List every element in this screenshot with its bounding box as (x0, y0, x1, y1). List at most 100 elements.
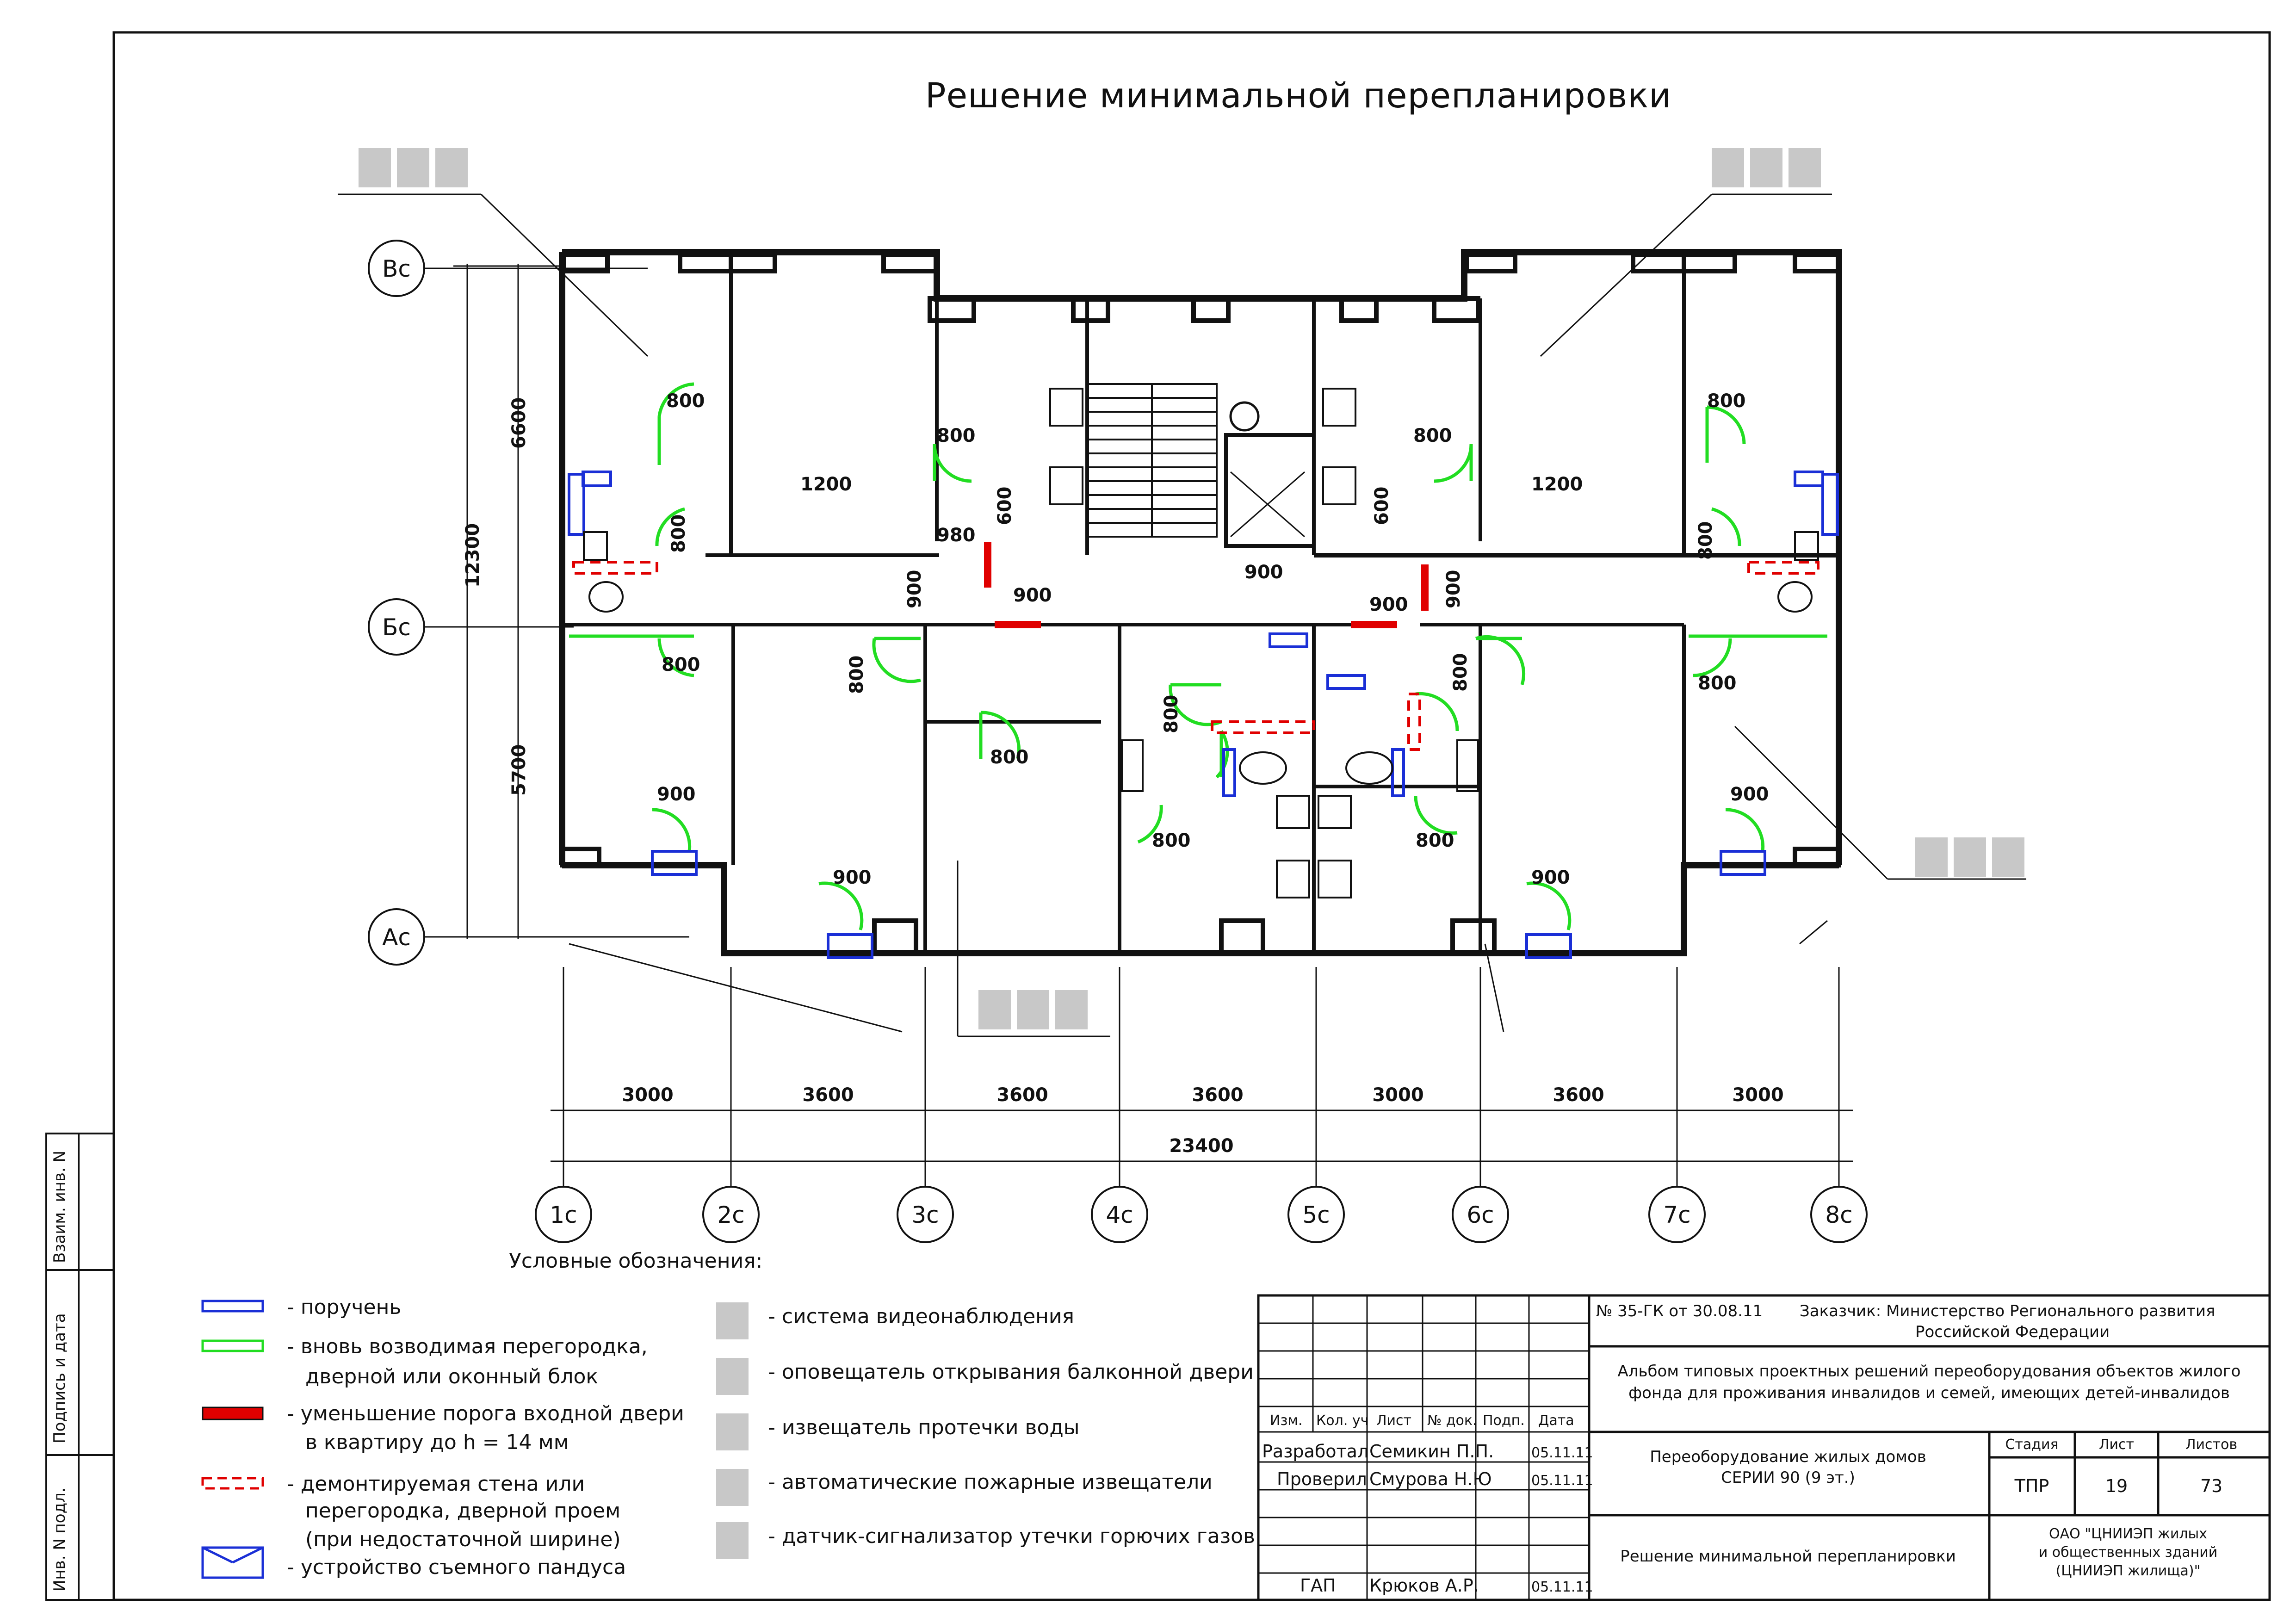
drawing-name: Решение минимальной перепланировки (1620, 1547, 1956, 1566)
org-line: (ЦНИИЭП жилища)" (2056, 1563, 2201, 1579)
device-cluster-tr (1712, 148, 1821, 187)
legend-text: - уменьшение порога входной двери (287, 1402, 684, 1425)
sheet-value: 19 (2105, 1476, 2128, 1496)
handrail-swatch (201, 1300, 264, 1313)
dim-label: 800 (937, 425, 976, 446)
fire-icon (1992, 837, 2024, 877)
side-stamp-text: Взаим. инв. N (50, 1151, 69, 1263)
partition-swatch (201, 1339, 264, 1352)
dim-label: 800 (846, 656, 867, 694)
person-name: Крюков А.Р. (1369, 1575, 1479, 1596)
dim-label: 900 (1531, 867, 1570, 888)
title-header: Кол. уч (1316, 1412, 1368, 1429)
dim-label: 3600 (1553, 1084, 1604, 1106)
dim-label: 1200 (1531, 474, 1583, 495)
water-icon (1954, 837, 1986, 877)
dim-label: 900 (1730, 784, 1769, 805)
axis-label: 3с (911, 1202, 939, 1228)
person-name: Смурова Н.Ю (1369, 1469, 1492, 1489)
device-cluster-br (1915, 837, 2024, 877)
dim-total: 23400 (1169, 1135, 1233, 1157)
bell-icon (1712, 148, 1744, 187)
dim-label: 800 (1152, 830, 1191, 851)
bottom-dimensions: 3000 3600 3600 3600 3000 3600 3000 23400 (622, 1084, 1783, 1157)
dim-label: 800 (1707, 390, 1746, 412)
camera-icon (716, 1302, 749, 1339)
fire-icon (1055, 990, 1088, 1029)
side-stamp-text: Инв. N подл. (50, 1487, 69, 1592)
org-line: ОАО "ЦНИИЭП жилых (2049, 1526, 2207, 1542)
dim-label: 800 (1450, 653, 1471, 692)
legend-left: - поручень - вновь возводимая перегородк… (201, 1295, 684, 1579)
water-icon (716, 1413, 749, 1450)
title-block (1257, 1294, 2271, 1601)
title-header-row: Изм. Кол. уч Лист № док. Подп. Дата (1270, 1412, 1574, 1429)
legend-text: (при недостаточной ширине) (305, 1528, 621, 1551)
axis-label: 1с (550, 1202, 577, 1228)
device-cluster-tl (359, 148, 468, 187)
device-cluster-mid (978, 990, 1088, 1029)
windows (560, 252, 1841, 955)
water-icon (1750, 148, 1782, 187)
title-header: Лист (1376, 1412, 1411, 1429)
dim-label: 800 (1413, 425, 1452, 446)
legend-text: перегородка, дверной проем (305, 1499, 620, 1523)
dim-label: 800 (668, 514, 689, 553)
album-line: фонда для проживания инвалидов и семей, … (1628, 1384, 2230, 1402)
ramp-swatch (201, 1546, 264, 1579)
work-line: СЕРИИ 90 (9 эт.) (1721, 1468, 1855, 1487)
dim-label: 900 (1443, 570, 1464, 609)
legend-text: - оповещатель открывания балконной двери (768, 1360, 1254, 1384)
dim-label: 3000 (1732, 1084, 1783, 1106)
order-number: № 35-ГК от 30.08.11 (1596, 1302, 1763, 1320)
axis-label: 6с (1467, 1202, 1494, 1228)
fire-icon (716, 1469, 749, 1506)
dim-label: 800 (666, 390, 705, 412)
dim-label: 800 (1698, 673, 1737, 694)
sheets-label: Листов (2185, 1437, 2237, 1453)
dim-label: 3000 (1372, 1084, 1423, 1106)
title-header: Дата (1538, 1412, 1574, 1429)
dim-6600: 6600 (508, 397, 530, 449)
title-header: № док. (1427, 1412, 1477, 1429)
dim-label: 900 (833, 867, 872, 888)
dim-12300: 12300 (462, 523, 483, 588)
title-header: Подп. (1483, 1412, 1525, 1429)
dim-label: 900 (1013, 585, 1052, 606)
legend-text: в квартиру до h = 14 мм (305, 1431, 569, 1454)
floor-plan (338, 193, 2026, 1037)
dim-label: 900 (1244, 562, 1283, 583)
axis-label: 8с (1825, 1202, 1852, 1228)
customer-line: Российской Федерации (1915, 1323, 2110, 1341)
threshold-swatch (202, 1406, 264, 1420)
dim-label: 800 (1161, 695, 1182, 734)
person-role: Разработал (1262, 1441, 1368, 1462)
bell-icon (1915, 837, 1948, 877)
side-stamp-text: Подпись и дата (50, 1313, 69, 1443)
legend-text: - устройство съемного пандуса (287, 1555, 626, 1579)
dim-label: 600 (1371, 487, 1392, 526)
plan-dimensions: 800 1200 800 980 900 800 800 800 900 900… (657, 390, 1769, 888)
work-line: Переоборудование жилых домов (1650, 1448, 1926, 1466)
sheet-label: Лист (2099, 1437, 2134, 1453)
axis-label: Бс (382, 614, 411, 641)
legend-text: - демонтируемая стена или (287, 1472, 585, 1496)
person-date: 05.11.11 (1531, 1445, 1593, 1461)
dim-label: 980 (937, 525, 976, 546)
legend-text: - поручень (287, 1295, 401, 1319)
dim-5700: 5700 (508, 744, 530, 796)
dim-label: 3600 (996, 1084, 1048, 1106)
demolish-swatch (201, 1477, 264, 1490)
axis-label: 4с (1106, 1202, 1133, 1228)
legend-text: - извещатель протечки воды (768, 1416, 1080, 1439)
legend-text: - датчик-сигнализатор утечки горючих газ… (768, 1524, 1255, 1548)
bell-icon (716, 1358, 749, 1395)
dim-label: 900 (904, 570, 925, 609)
person-name: Семикин П.П. (1369, 1441, 1494, 1462)
axis-markers-numbers: 1с 2с 3с 4с 5с 6с 7с 8с (535, 1186, 1868, 1243)
red-thresholds (984, 542, 1429, 628)
dim-label: 800 (990, 747, 1029, 768)
dim-label: 900 (1369, 594, 1408, 615)
legend-text: - вновь возводимая перегородка, (287, 1335, 648, 1358)
outer-frame (112, 31, 2271, 1601)
